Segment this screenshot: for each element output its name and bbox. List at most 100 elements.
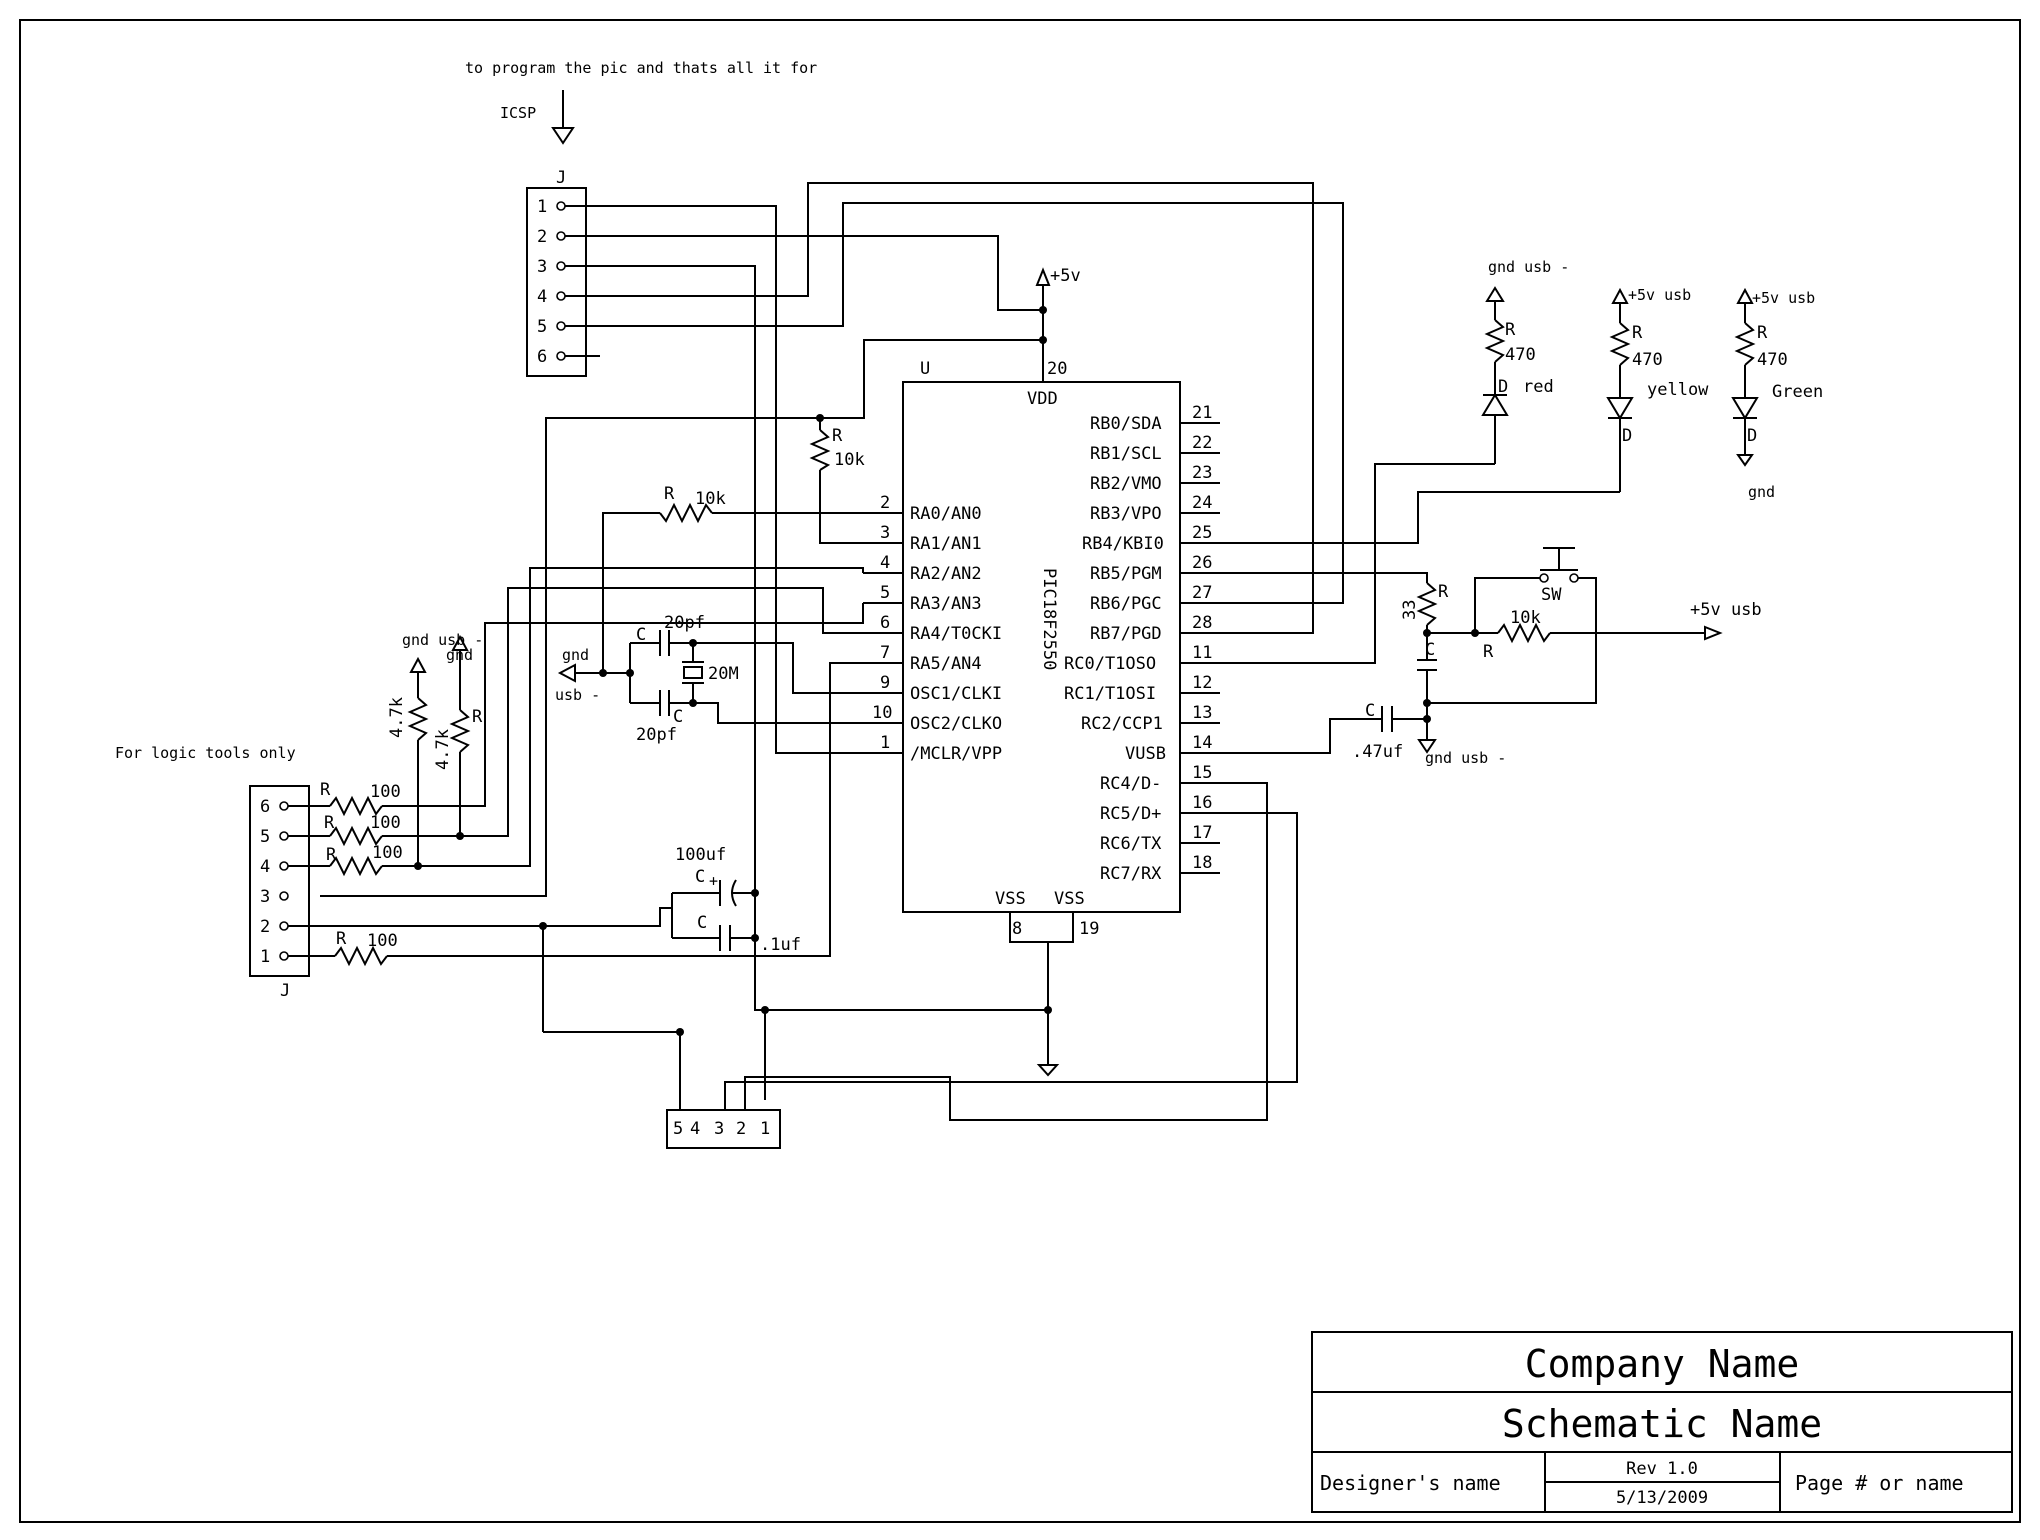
switch-cap-label: C <box>1425 640 1435 660</box>
osc-usb-minus-label: usb - <box>555 686 600 704</box>
led-red-r-label: R <box>1505 320 1516 340</box>
svg-text:12: 12 <box>1192 673 1212 693</box>
led-yellow-supply: +5v usb <box>1628 286 1691 304</box>
led-yellow-circuit: +5v usb R 470 D yellow <box>1220 286 1709 544</box>
oscillator-circuit: gnd usb - C 20pf C 20pf 20M <box>555 613 863 745</box>
svg-text:24: 24 <box>1192 493 1212 513</box>
switch-circuit: 33 R R 10k +5v usb SW C gnd usb - C <box>1220 547 1762 767</box>
icsp-header-ref: J <box>556 168 566 188</box>
icsp-pin-4: 4 <box>537 287 566 307</box>
osc-crystal-value: 20M <box>708 664 739 684</box>
mcu-right-pin: RC5/D+16 <box>1100 793 1220 824</box>
led-yellow-r-label: R <box>1632 323 1643 343</box>
svg-text:RB5/PGM: RB5/PGM <box>1090 564 1162 584</box>
svg-text:OSC1/CLKI: OSC1/CLKI <box>910 684 1002 704</box>
mcu-vss-pin-19: 19 <box>1079 919 1099 939</box>
r33-value: 33 <box>1400 600 1420 620</box>
svg-text:26: 26 <box>1192 553 1212 573</box>
svg-text:1: 1 <box>260 947 270 967</box>
ra0-r-label: R <box>664 484 675 504</box>
logic-r1-value: 100 <box>367 931 398 951</box>
svg-text:RA5/AN4: RA5/AN4 <box>910 654 982 674</box>
svg-text:RC6/TX: RC6/TX <box>1100 834 1162 854</box>
logic-wires: R 100 R 100 R 100 R 100 <box>288 567 864 1032</box>
svg-text:13: 13 <box>1192 703 1212 723</box>
led-yellow-r-value: 470 <box>1632 350 1663 370</box>
r33-label: R <box>1438 582 1449 602</box>
title-rev: Rev 1.0 <box>1626 1459 1698 1479</box>
mcu-ref: U <box>920 359 930 379</box>
mcu-left-pin: 1/MCLR/VPP <box>863 733 1002 764</box>
svg-text:6: 6 <box>537 347 547 367</box>
svg-text:RB3/VPO: RB3/VPO <box>1090 504 1162 524</box>
led-green-circuit: +5v usb R 470 D Green gnd <box>1731 287 1823 501</box>
sw-r-label: R <box>1483 642 1494 662</box>
logic-r6-value: 100 <box>370 782 401 802</box>
title-block: Company Name Schematic Name Designer's n… <box>1311 1331 2013 1513</box>
mcu-right-pin: RC4/D-15 <box>1100 763 1220 794</box>
mcu-vss-label-1: VSS <box>995 889 1026 909</box>
led-green-d-label: D <box>1747 426 1757 446</box>
svg-text:22: 22 <box>1192 433 1212 453</box>
led-red-color: red <box>1523 377 1554 397</box>
mclr-resistor: R 10k <box>809 414 865 544</box>
mcu-vss-label-2: VSS <box>1054 889 1085 909</box>
led-red-gnd-usb: gnd usb - <box>1488 258 1569 276</box>
svg-text:RC2/CCP1: RC2/CCP1 <box>1081 714 1163 734</box>
led-red-r-value: 470 <box>1505 345 1536 365</box>
svg-text:4: 4 <box>537 287 547 307</box>
ground-symbol-main <box>1036 1006 1060 1077</box>
icsp-pin-3: 3 <box>537 257 566 277</box>
svg-text:RC5/D+: RC5/D+ <box>1100 804 1161 824</box>
led-green-color: Green <box>1772 382 1823 402</box>
led-yellow-d-label: D <box>1622 426 1632 446</box>
title-company: Company Name <box>1525 1342 1800 1386</box>
svg-text:RA1/AN1: RA1/AN1 <box>910 534 982 554</box>
svg-text:RC4/D-: RC4/D- <box>1100 774 1161 794</box>
usb-pin-2: 2 <box>736 1119 746 1139</box>
logic-r4-label: R <box>326 845 337 865</box>
svg-text:10: 10 <box>872 703 892 723</box>
logic-pin: 4 <box>260 857 289 877</box>
logic-r5-value: 100 <box>370 813 401 833</box>
pullup2-value: 4.7k <box>433 729 453 770</box>
sw-supply-label: +5v usb <box>1690 600 1762 620</box>
switch-gnd-usb: gnd usb - <box>1425 749 1506 767</box>
mcu-right-pin: RC1/T1OSI 12 <box>1064 673 1220 704</box>
icsp-arrow <box>551 90 575 145</box>
logic-pin: 5 <box>260 827 289 847</box>
svg-text:RC1/T1OSI: RC1/T1OSI <box>1064 684 1156 704</box>
svg-text:21: 21 <box>1192 403 1212 423</box>
logic-pin: 6 <box>260 797 289 817</box>
led-green-r-value: 470 <box>1757 350 1788 370</box>
decoupling-caps: 100uf C + C .1uf <box>671 845 801 955</box>
svg-text:RA2/AN2: RA2/AN2 <box>910 564 982 584</box>
svg-text:18: 18 <box>1192 853 1212 873</box>
usb-pin-1: 1 <box>760 1119 770 1139</box>
mcu-part-name: PIC18F2550 <box>1039 568 1059 670</box>
icsp-wires <box>565 182 1344 1011</box>
svg-text:3: 3 <box>537 257 547 277</box>
cap100-label: C <box>695 867 705 887</box>
icsp-note: to program the pic and thats all it for <box>465 59 817 77</box>
cap01-label: C <box>697 913 707 933</box>
svg-text:6: 6 <box>260 797 270 817</box>
usb-pin-5: 5 <box>673 1119 683 1139</box>
ra0-r-value: 10k <box>695 489 726 509</box>
svg-text:3: 3 <box>260 887 270 907</box>
title-designer: Designer's name <box>1320 1471 1501 1495</box>
icsp-pin-2: 2 <box>537 227 566 247</box>
logic-r5-label: R <box>324 813 335 833</box>
svg-text:11: 11 <box>1192 643 1212 663</box>
led-green-r-label: R <box>1757 323 1768 343</box>
icsp-pin-5: 5 <box>537 317 566 337</box>
logic-r1-label: R <box>336 929 347 949</box>
